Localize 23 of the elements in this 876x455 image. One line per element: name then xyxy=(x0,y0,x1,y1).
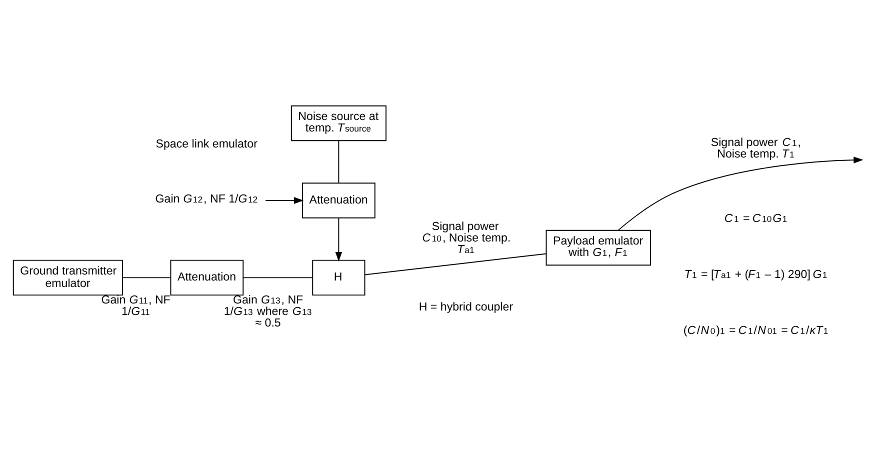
label: C1 = C10G1 xyxy=(724,212,788,225)
edge-label: Signal power C10, Noise temp. Ta1 xyxy=(422,221,511,256)
node-label: Gain G11, NF 1/G11 xyxy=(101,294,170,318)
connector xyxy=(338,140,340,184)
arrow xyxy=(618,156,864,231)
connector xyxy=(242,277,314,278)
node-box: Noise source at temp. Tsource xyxy=(290,105,386,142)
label: H = hybrid coupler xyxy=(418,302,514,314)
node-box: Attenuation xyxy=(170,260,244,296)
connector xyxy=(122,277,171,278)
node-box: Attenuation xyxy=(302,182,376,218)
node-box: H xyxy=(312,260,366,296)
node-box: Payload emulator with G1, F1 xyxy=(546,230,651,266)
node-label: Gain G13, NF 1/G13 where G13 ≈ 0.5 xyxy=(224,294,312,330)
label: Space link emulator xyxy=(156,138,258,150)
edge-label: Signal power C1, Noise temp. T1 xyxy=(710,137,801,161)
node-box: Ground transmitter emulator xyxy=(12,260,123,296)
arrow xyxy=(335,218,342,262)
label: T1 = [Ta1 + (F1 – 1) 290] G1 xyxy=(684,268,828,281)
connector xyxy=(364,253,547,276)
arrow xyxy=(265,197,304,204)
node-text: Gain G12, NF 1/G12 xyxy=(155,193,258,206)
label: (C/N0)1 = C1/N01 = C1/κT1 xyxy=(683,324,828,337)
